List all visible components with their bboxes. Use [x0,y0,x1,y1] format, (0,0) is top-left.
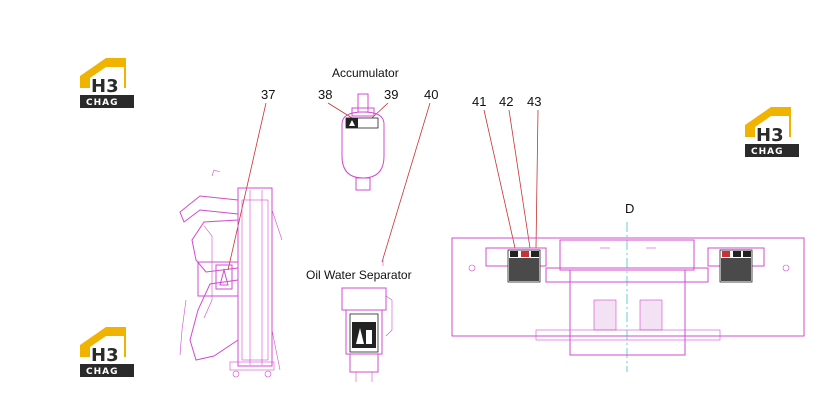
svg-text:CHAG: CHAG [86,98,119,108]
watermark-logo-top-right: H3 CHAG [745,107,799,157]
svg-text:CHAG: CHAG [86,367,119,377]
callout-39: 39 [384,87,398,102]
callout-43: 43 [527,94,541,109]
callout-42: 42 [499,94,513,109]
svg-text:CHAG: CHAG [751,147,784,157]
accumulator-caption: Accumulator [332,66,399,80]
svg-text:H3: H3 [91,345,119,366]
rear-view-d-drawing [451,222,805,372]
leader-lines [227,102,539,271]
callout-41: 41 [472,94,486,109]
accumulator-drawing [341,93,385,191]
callout-40: 40 [424,87,438,102]
oil-water-separator-caption: Oil Water Separator [306,268,412,282]
svg-text:H3: H3 [756,125,784,146]
side-view-drawing [179,169,283,378]
callout-38: 38 [318,87,332,102]
svg-text:H3: H3 [91,76,119,97]
watermark-logo-top-left: H3 CHAG [80,58,134,108]
view-d-label: D [625,201,634,216]
callout-37: 37 [261,87,275,102]
watermark-logo-bottom-left: H3 CHAG [80,327,134,377]
oil-water-separator-drawing [341,258,393,382]
